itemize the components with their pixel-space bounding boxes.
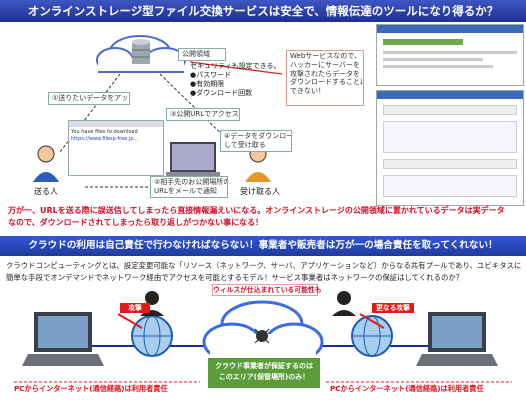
security-item: ●ダウンロード回数 xyxy=(190,89,253,98)
warning-text: 万が一、URLを送る際に誤送信してしまったら直接情報漏えいになる。オンラインスト… xyxy=(8,206,505,227)
public-area-label: 公開領域 xyxy=(178,48,226,61)
attack-arrow-right xyxy=(359,313,385,329)
security-title: セキュリティも設定できる。 xyxy=(190,62,281,70)
sender-icon xyxy=(33,145,59,182)
step-notify: ②相手先のお公開場所の URLをメールで通知 xyxy=(150,176,228,198)
attack-label-left: 攻撃 xyxy=(120,303,150,313)
attack-label-right: 更なる攻撃 xyxy=(372,303,414,313)
receiver-label: 受け取る人 xyxy=(240,187,280,196)
user-responsibility-right: PCからインターネット(通信経路)は利用者責任 xyxy=(330,384,484,393)
hacker-arrow xyxy=(189,61,283,75)
page-title: オンラインストレージ型ファイル交換サービスは安全で、情報伝達のツールになり得るか… xyxy=(0,0,526,22)
attack-arrow-left xyxy=(117,313,143,329)
section-heading: クラウドの利用は自己責任で行わなければならない！事業者や販売者は万が一の場合責任… xyxy=(0,236,526,256)
step-upload: ①送りたいデータをアップ xyxy=(48,92,130,105)
hacker-note: Webサービスなので、 ハッカーにサーバーを 攻撃されたらデータを ダウンロード… xyxy=(286,50,364,106)
laptop-icon-left xyxy=(22,312,104,366)
cloud-definition-text: クラウドコンピューティングとは、設定変更可能な「リソース（ネットワーク、サーバ、… xyxy=(6,261,522,282)
cloud-icon xyxy=(202,300,324,362)
database-icon xyxy=(132,39,150,64)
security-item: ●パスワード xyxy=(190,71,232,80)
service-screenshot-bottom xyxy=(376,90,524,206)
step-download: ④データをダウンロード して受け取る xyxy=(220,130,292,152)
globe-icon-left xyxy=(131,315,173,357)
security-item: ●有効期限 xyxy=(190,80,225,89)
user-responsibility-left: PCからインターネット(通信経路)は利用者責任 xyxy=(14,384,168,393)
virus-icon xyxy=(254,328,270,344)
laptop-icon-right xyxy=(416,312,498,366)
responsibility-diagram xyxy=(14,291,512,383)
email-screenshot: You have files to download https://www.f… xyxy=(68,120,164,176)
virus-warning-label: ウィルスが仕込まれている可能性も xyxy=(212,284,322,296)
sender-label: 送る人 xyxy=(34,187,58,196)
step-access: ③公開URLでアクセス xyxy=(166,108,240,121)
security-settings: セキュリティも設定できる。 ●パスワード ●有効期限 ●ダウンロード回数 xyxy=(190,62,280,98)
service-screenshot-top xyxy=(376,24,524,86)
hacker-icon-right xyxy=(332,291,356,316)
provider-guarantee-box: クラウド事業者が保証するのは このエリア(保管場所)のみ！ xyxy=(208,358,320,388)
